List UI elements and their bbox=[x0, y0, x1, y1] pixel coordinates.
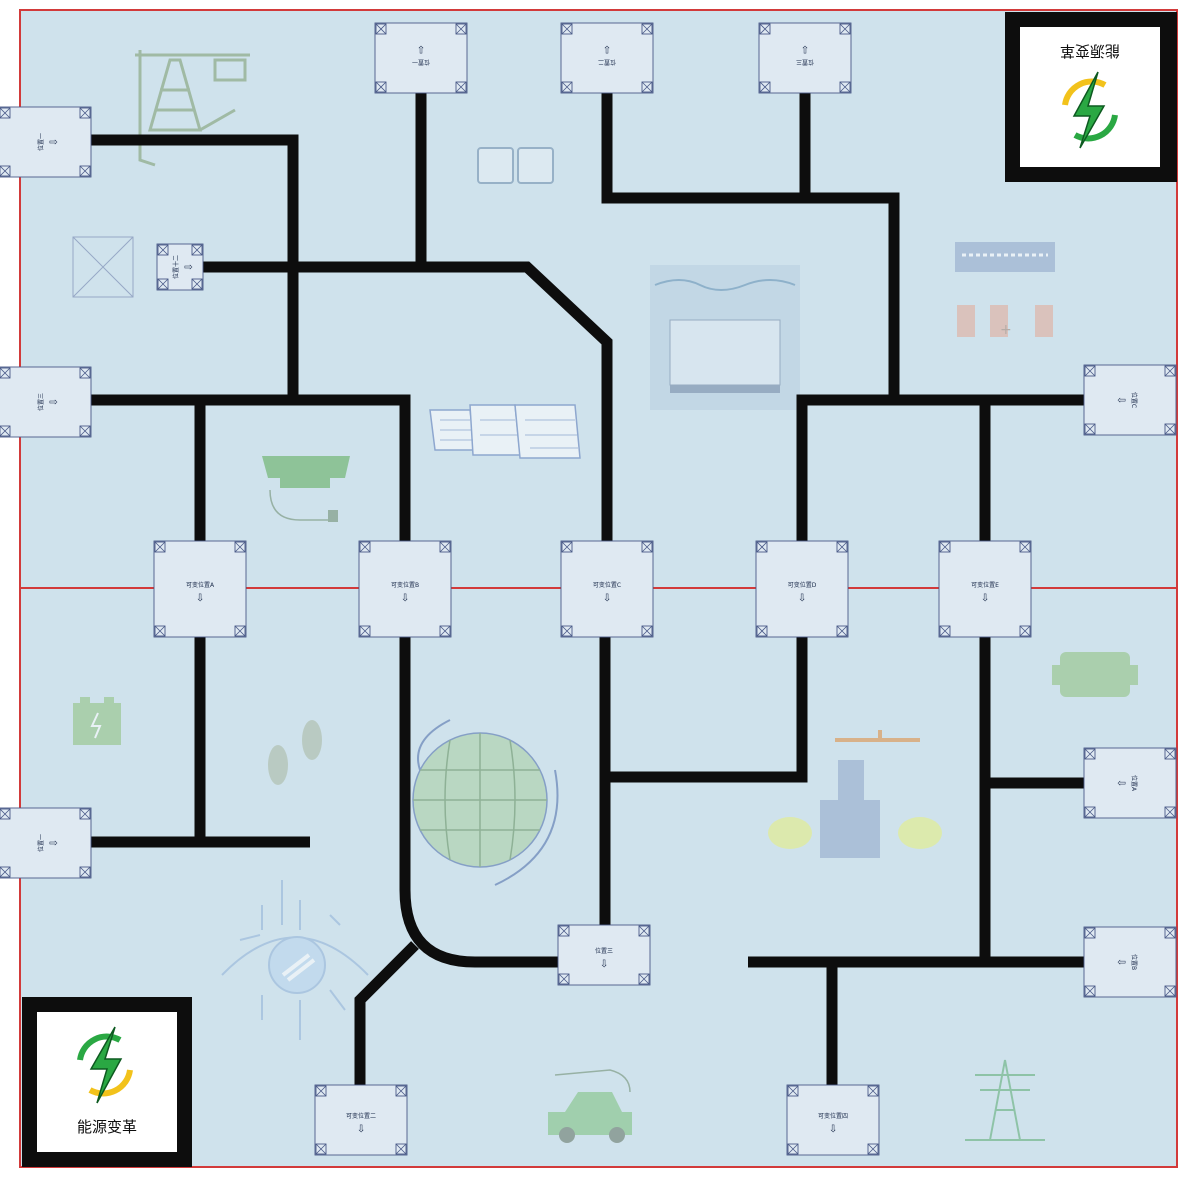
station-label: 可变位置C bbox=[593, 581, 621, 589]
svg-text:+: + bbox=[1000, 322, 1012, 338]
station-label: 位置一 bbox=[412, 58, 430, 66]
station-markers: 可变位置二 ⇩ 可变位置四 ⇩ 位置三 ⇩ 位置一 ⇩ 位置A ⇩ 位置B ⇩ 位置C ⇩ 位置一 ⇩ 位置二 ⇩… bbox=[0, 22, 1177, 1156]
station-label: 位置三 bbox=[796, 58, 814, 66]
station-label: 位置C bbox=[1130, 392, 1138, 408]
arrow-down-icon: ⇩ bbox=[1115, 958, 1126, 966]
arrow-down-icon: ⇩ bbox=[603, 593, 611, 604]
start-zone-label-mirrored: 能源变革 bbox=[1060, 42, 1120, 60]
station-label: 位置一 bbox=[37, 834, 45, 852]
station-label: 可变位置B bbox=[391, 581, 419, 589]
arrow-down-icon: ⇩ bbox=[417, 43, 425, 54]
station-label: 位置B bbox=[1130, 954, 1138, 970]
arrow-down-icon: ⇩ bbox=[49, 398, 60, 406]
arrow-down-icon: ⇩ bbox=[184, 263, 195, 271]
task-position-d[interactable]: 可变位置D ⇩ bbox=[755, 540, 849, 638]
electric-car-icon bbox=[548, 1069, 632, 1143]
station-top-3[interactable]: 位置三 ⇩ bbox=[758, 22, 852, 94]
station-top-2[interactable]: 位置二 ⇩ bbox=[560, 22, 654, 94]
arrow-down-icon: ⇩ bbox=[829, 1124, 837, 1135]
station-label: 位置二 bbox=[598, 58, 616, 66]
station-top-1[interactable]: 位置一 ⇩ bbox=[374, 22, 468, 94]
valve-icon bbox=[768, 730, 942, 858]
station-label: 可变位置二 bbox=[346, 1112, 376, 1120]
start-zone-bottom-left[interactable]: 能源变革 bbox=[22, 997, 192, 1167]
arrow-down-icon: ⇩ bbox=[401, 593, 409, 604]
arrow-down-icon: ⇩ bbox=[600, 959, 608, 970]
arrow-down-icon: ⇩ bbox=[981, 593, 989, 604]
station-label: 位置三 bbox=[595, 947, 613, 955]
task-position-c[interactable]: 可变位置C ⇩ bbox=[560, 540, 654, 638]
station-label: 位置三 bbox=[37, 393, 45, 411]
route-lines bbox=[68, 58, 1130, 1125]
globe-icon bbox=[412, 719, 559, 886]
station-right-a[interactable]: 位置A ⇩ bbox=[1083, 747, 1177, 819]
task-position-b[interactable]: 可变位置B ⇩ bbox=[358, 540, 452, 638]
station-right-b[interactable]: 位置B ⇩ bbox=[1083, 926, 1177, 998]
battery-pack-icon bbox=[477, 147, 554, 184]
station-label: 可变位置D bbox=[788, 581, 817, 589]
energy-lightning-recycle-icon bbox=[77, 1026, 133, 1104]
station-bottom-left[interactable]: 可变位置二 ⇩ bbox=[314, 1084, 408, 1156]
energy-lightning-recycle-icon-top bbox=[1062, 71, 1118, 149]
station-left-3[interactable]: 位置三 ⇩ bbox=[0, 366, 92, 438]
footprints-icon bbox=[268, 720, 322, 785]
smart-eye-icon bbox=[221, 880, 369, 1040]
ev-car-charging-icon bbox=[262, 456, 350, 522]
station-label: 位置A bbox=[1130, 775, 1138, 792]
hydro-dam-icon bbox=[650, 265, 800, 410]
arrow-down-icon: ⇩ bbox=[357, 1124, 365, 1135]
arrow-down-icon: ⇩ bbox=[1115, 779, 1126, 787]
station-label: 位置十二 bbox=[172, 255, 180, 279]
station-right-c[interactable]: 位置C ⇩ bbox=[1083, 364, 1177, 436]
station-label: 可变位置四 bbox=[818, 1112, 848, 1120]
station-left-middle[interactable]: 位置一 ⇩ bbox=[0, 807, 92, 879]
station-bottom-right[interactable]: 可变位置四 ⇩ bbox=[786, 1084, 880, 1156]
arrow-down-icon: ⇩ bbox=[1115, 396, 1126, 404]
arrow-down-icon: ⇩ bbox=[801, 43, 809, 54]
decorative-icons: + bbox=[72, 50, 1138, 1143]
engine-icon bbox=[1052, 652, 1138, 697]
arrow-down-icon: ⇩ bbox=[603, 43, 611, 54]
task-position-markers: 可变位置A ⇩ 可变位置B ⇩ 可变位置C ⇩ 可变位置D ⇩ 可变位置E ⇩ bbox=[153, 540, 1032, 638]
solar-panels-icon bbox=[429, 404, 581, 459]
task-position-a[interactable]: 可变位置A ⇩ bbox=[153, 540, 247, 638]
station-left-2[interactable]: 位置十二 ⇩ bbox=[156, 243, 204, 291]
car-battery-icon bbox=[73, 697, 121, 745]
start-zone-label: 能源变革 bbox=[77, 1118, 137, 1136]
arrow-down-icon: ⇩ bbox=[49, 138, 60, 146]
decor-crossbox bbox=[72, 236, 134, 298]
station-label: 可变位置A bbox=[186, 581, 215, 589]
station-label: 位置一 bbox=[37, 133, 45, 151]
arrow-down-icon: ⇩ bbox=[49, 839, 60, 847]
arrow-down-icon: ⇩ bbox=[798, 593, 806, 604]
power-tower-icon bbox=[965, 1059, 1045, 1141]
arrow-down-icon: ⇩ bbox=[196, 593, 204, 604]
station-left-1[interactable]: 位置一 ⇩ bbox=[0, 106, 92, 178]
start-zone-top-right[interactable]: 能源变革 bbox=[1005, 12, 1177, 182]
oil-pump-icon bbox=[135, 50, 250, 167]
station-label: 可变位置E bbox=[971, 581, 999, 589]
station-center[interactable]: 位置三 ⇩ bbox=[557, 924, 651, 986]
control-panel-icon: + bbox=[955, 242, 1055, 338]
task-position-e[interactable]: 可变位置E ⇩ bbox=[938, 540, 1032, 638]
